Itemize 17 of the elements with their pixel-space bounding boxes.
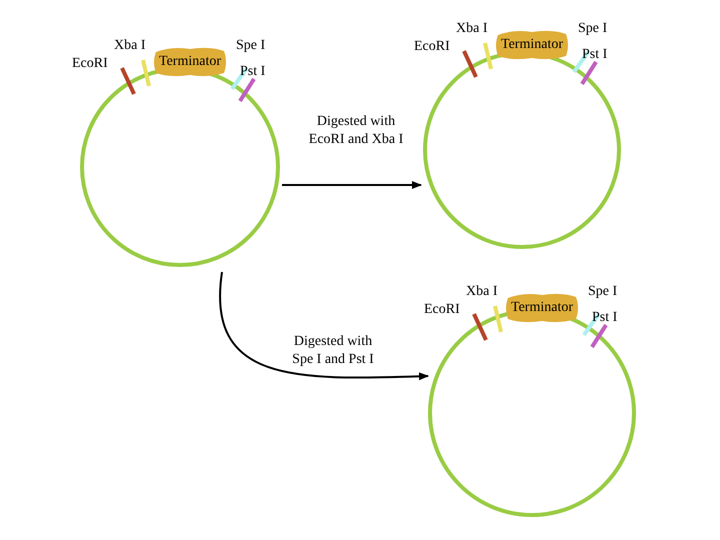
- site-label: EcoRI: [414, 39, 450, 55]
- terminator-block: Terminator: [504, 292, 580, 324]
- terminator-block: Terminator: [494, 29, 570, 61]
- site-label: Pst I: [592, 310, 618, 326]
- site-label: EcoRI: [72, 56, 108, 72]
- site-label: EcoRI: [424, 302, 460, 318]
- site-label: Spe I: [588, 284, 618, 300]
- site-label: Pst I: [240, 64, 266, 80]
- site-label: Xba I: [466, 284, 498, 300]
- arrow: [282, 181, 422, 189]
- site-label: Xba I: [456, 21, 488, 37]
- arrow: [219, 272, 429, 380]
- site-label: Spe I: [236, 38, 266, 54]
- terminator-block: Terminator: [152, 46, 228, 78]
- site-label: Pst I: [582, 47, 608, 63]
- site-label: Xba I: [114, 38, 146, 54]
- site-label: Spe I: [578, 21, 608, 37]
